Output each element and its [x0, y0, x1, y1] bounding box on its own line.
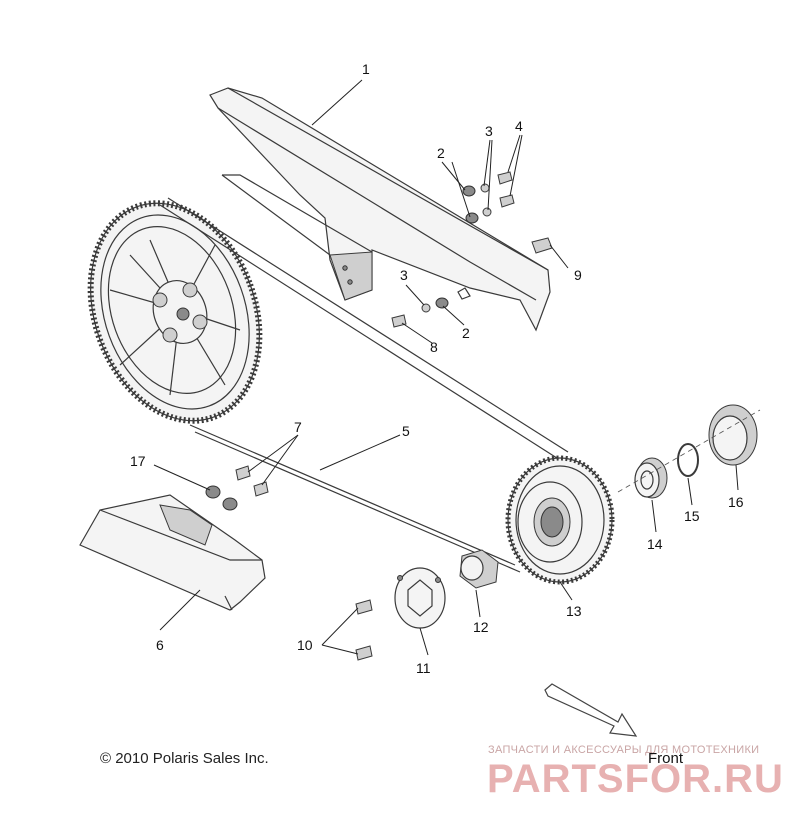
drive-belt	[159, 197, 569, 573]
assembly-axis	[617, 409, 761, 493]
bolts-10	[355, 599, 373, 661]
leader-lines	[153, 79, 739, 656]
upper-belt-guard	[209, 87, 551, 332]
callout-numbers: 1 2 2 3 3 4 5 6 7 8 9 10 11 12 13 14 15 …	[130, 61, 744, 676]
callout-9: 9	[574, 267, 582, 283]
front-direction-label: Front	[648, 750, 684, 767]
callout-2: 2	[437, 145, 445, 161]
copyright-text: © 2010 Polaris Sales Inc.	[100, 750, 269, 767]
spacer	[634, 457, 668, 499]
rear-wheel-sprocket	[87, 200, 263, 424]
callout-13: 13	[566, 603, 582, 619]
callout-4: 4	[515, 118, 523, 134]
callout-15: 15	[684, 508, 700, 524]
callout-10: 10	[297, 637, 313, 653]
seal	[708, 404, 758, 466]
front-pulley	[505, 455, 615, 585]
callout-14: 14	[647, 536, 663, 552]
callout-6: 6	[156, 637, 164, 653]
callout-12: 12	[473, 619, 489, 635]
callout-17: 17	[130, 453, 146, 469]
lower-belt-guard	[79, 494, 266, 611]
watermark-tagline: ЗАПЧАСТИ И АКСЕССУАРЫ ДЛЯ МОТОТЕХНИКИ	[488, 744, 760, 756]
callout-7: 7	[294, 419, 302, 435]
front-arrow-icon	[544, 683, 638, 737]
callout-3: 3	[400, 267, 408, 283]
callout-2: 2	[462, 325, 470, 341]
callout-1: 1	[362, 61, 370, 77]
lock-plate	[394, 567, 446, 629]
callout-16: 16	[728, 494, 744, 510]
o-ring	[677, 443, 699, 477]
watermark-logo: PARTSFOR.RU	[487, 757, 784, 801]
callout-3: 3	[485, 123, 493, 139]
callout-5: 5	[402, 423, 410, 439]
nut	[459, 549, 499, 589]
callout-11: 11	[416, 660, 431, 676]
callout-8: 8	[430, 339, 438, 355]
bolts-7	[205, 465, 269, 511]
